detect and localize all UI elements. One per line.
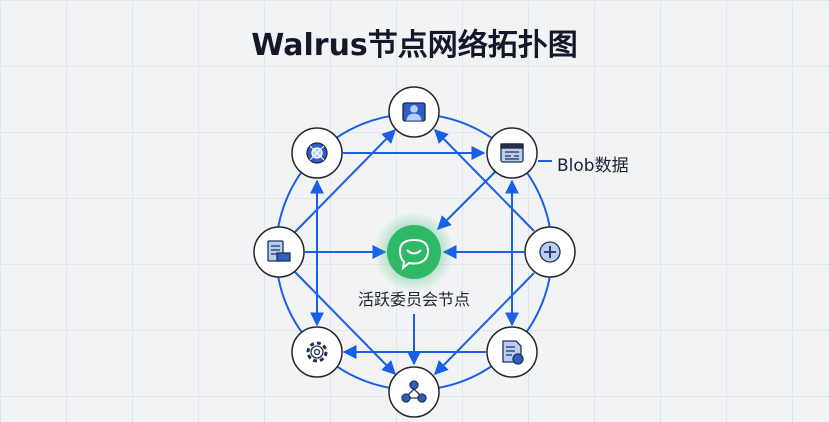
chat-icon <box>398 238 430 271</box>
node-top-right[interactable] <box>486 127 538 179</box>
target-icon <box>306 142 328 164</box>
user-icon <box>402 102 426 122</box>
browser-window-icon <box>500 143 524 163</box>
document-download-icon <box>502 340 524 365</box>
node-bottom-left[interactable] <box>291 326 343 378</box>
edge-tr-center <box>437 171 496 230</box>
center-node-label: 活跃委员会节点 <box>357 290 470 309</box>
edge-right-bottom <box>434 272 535 375</box>
node-bottom-right[interactable] <box>486 326 538 378</box>
page-title: Walrus节点网络拓扑图 <box>251 28 578 63</box>
edge-left-bottom <box>294 271 396 375</box>
center-node[interactable] <box>387 225 441 279</box>
node-top-left[interactable] <box>291 127 343 179</box>
network-icon <box>401 380 427 403</box>
node-top[interactable] <box>388 86 440 138</box>
plus-circle-icon <box>539 241 561 263</box>
blob-data-label: Blob数据 <box>557 156 629 176</box>
documents-icon <box>267 240 291 262</box>
node-left[interactable] <box>253 226 305 278</box>
node-right[interactable] <box>524 226 576 278</box>
gear-icon <box>306 341 328 363</box>
node-bottom[interactable] <box>388 366 440 418</box>
